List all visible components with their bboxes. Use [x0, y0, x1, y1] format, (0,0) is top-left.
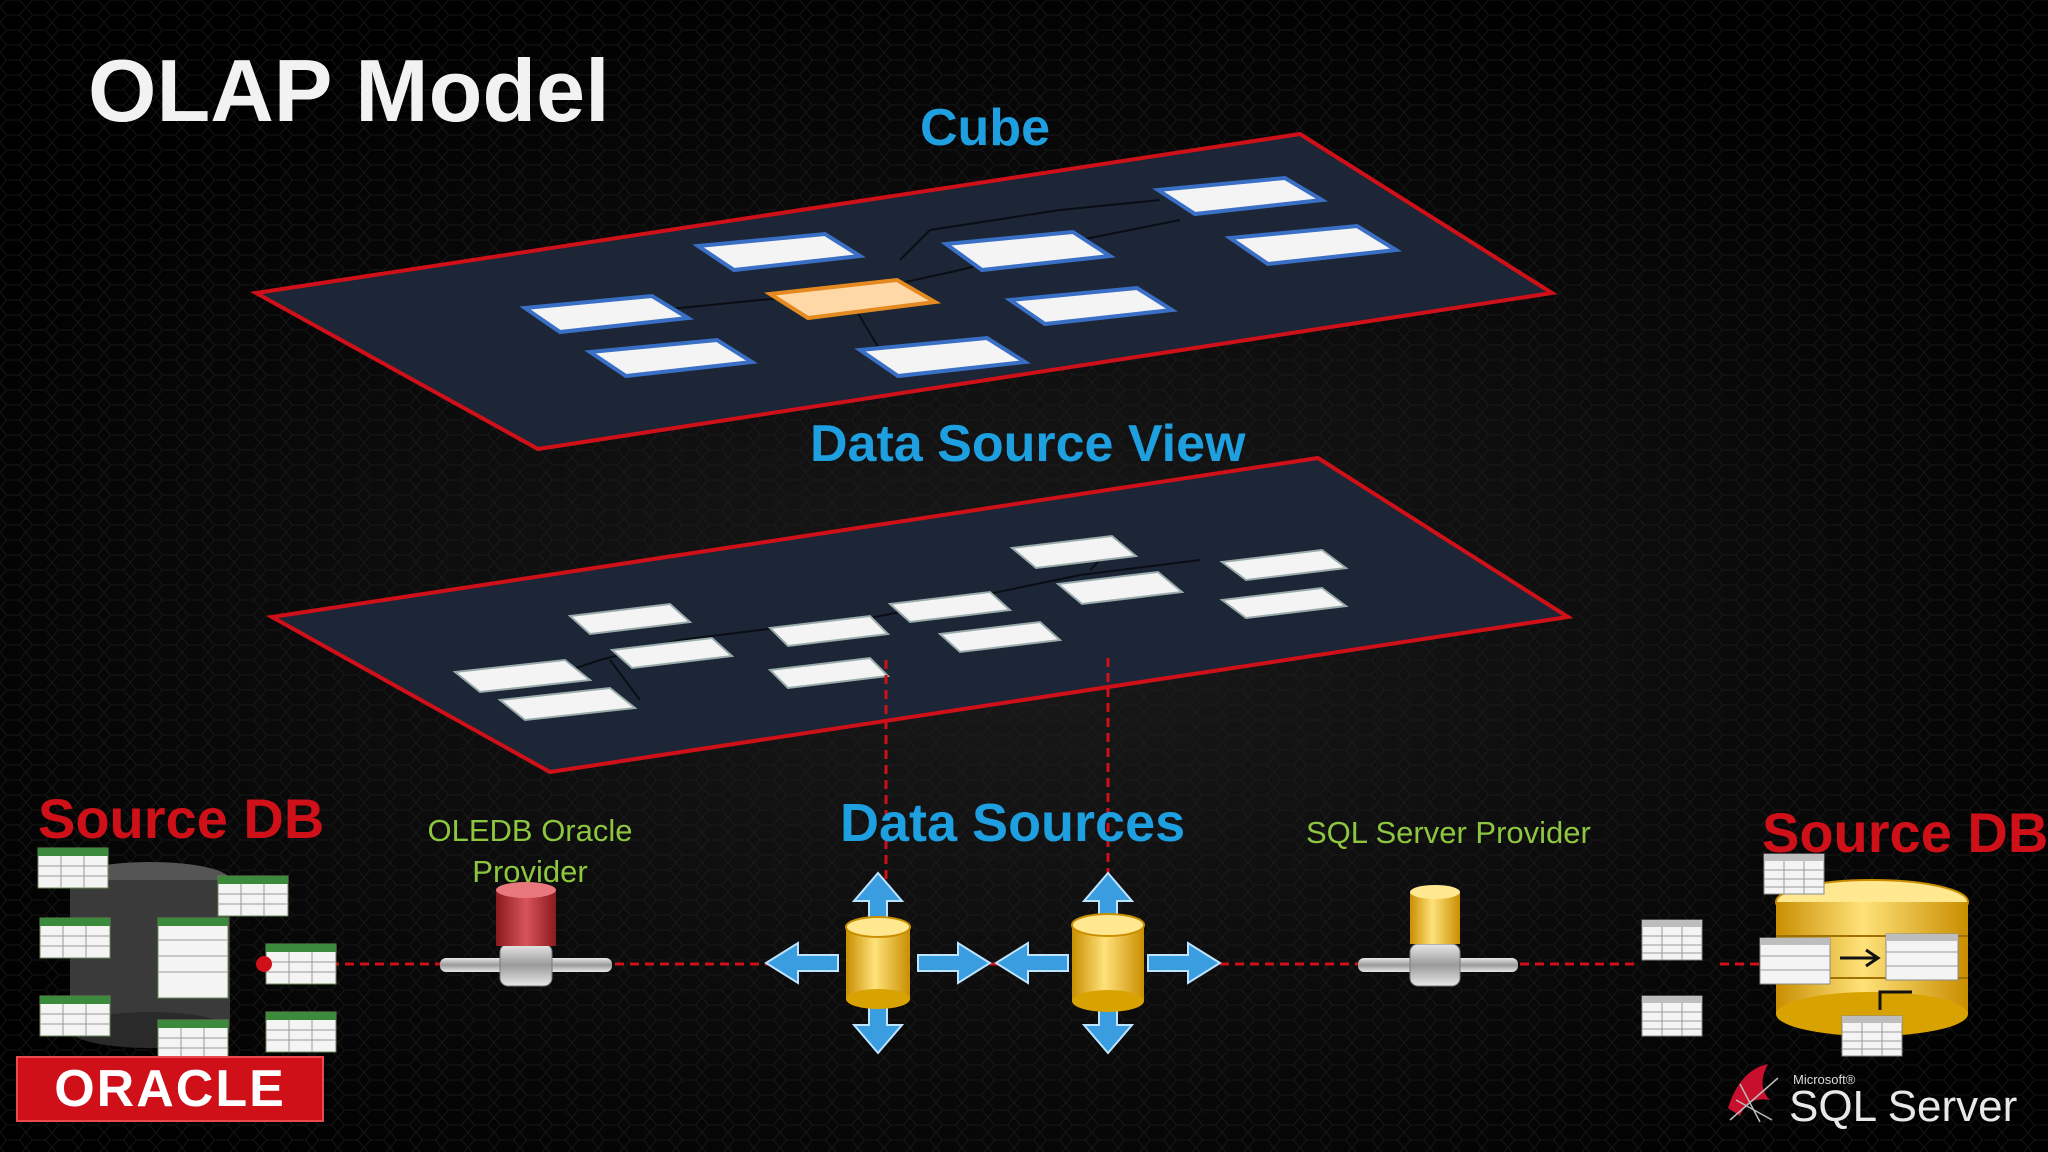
sql-source-db-icon	[1641, 853, 1969, 1057]
sql-server-logo-microsoft: Microsoft®	[1793, 1072, 1856, 1087]
oracle-logo: ORACLE	[16, 1056, 324, 1122]
data-sources-heading: Data Sources	[840, 793, 1186, 853]
oledb-provider-line2: Provider	[472, 854, 588, 889]
oledb-provider-line1: OLEDB Oracle	[427, 813, 633, 848]
cube-table-icon	[519, 175, 1403, 379]
source-db-left-label: Source DB	[38, 787, 325, 850]
data-source-sql-icon	[995, 872, 1221, 1054]
oledb-provider-icon	[440, 882, 612, 987]
source-db-right-label: Source DB	[1762, 801, 2048, 864]
sql-server-logo-text: SQL Server	[1789, 1082, 2018, 1131]
sql-provider-label: SQL Server Provider	[1306, 815, 1591, 850]
oledb-provider-label: OLEDB Oracle Provider	[400, 810, 660, 892]
dimension-table-icon	[452, 534, 1349, 722]
dsv-heading: Data Source View	[810, 415, 1246, 473]
oracle-logo-text: ORACLE	[54, 1060, 286, 1118]
sql-server-logo: Microsoft® SQL Server	[1735, 1068, 2035, 1148]
sql-server-logo-icon	[1728, 1064, 1779, 1123]
oracle-source-db-icon	[37, 847, 337, 1061]
slide-title: OLAP Model	[88, 41, 610, 140]
sql-provider-icon	[1358, 885, 1518, 987]
cube-layer	[249, 131, 1558, 452]
data-source-view-layer	[265, 455, 1574, 775]
cube-heading: Cube	[920, 99, 1050, 157]
data-source-oracle-icon	[765, 872, 991, 1054]
